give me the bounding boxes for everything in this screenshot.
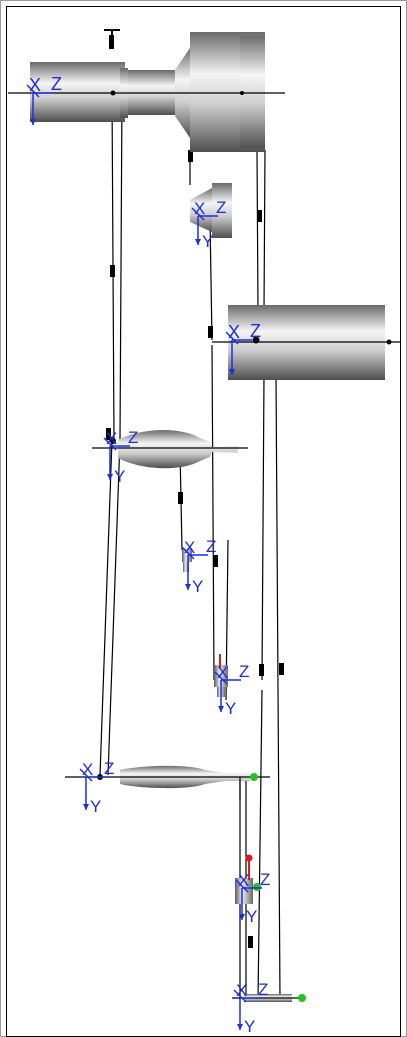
y-axis-label: Y — [244, 1017, 255, 1036]
x-axis-label: X — [236, 981, 247, 1000]
y-axis-label: Y — [90, 797, 101, 816]
y-axis-arrow — [218, 706, 224, 712]
z-axis-label: Z — [51, 74, 62, 94]
x-axis-label: X — [194, 199, 205, 218]
link-markers — [106, 35, 284, 948]
x-axis-label: X — [238, 871, 249, 890]
collet-part[interactable] — [190, 183, 232, 238]
link-marker — [257, 210, 262, 222]
z-axis-label: Z — [260, 870, 270, 889]
x-axis-mark — [235, 879, 249, 893]
y-axis-arrow — [229, 369, 235, 375]
y-axis-arrow — [239, 914, 245, 920]
link-line — [275, 374, 281, 1001]
link-line — [209, 219, 213, 341]
x-axis-label: X — [29, 75, 41, 95]
y-axis-label: Y — [246, 907, 257, 926]
link-line — [257, 689, 263, 1001]
small-bracket-part-3[interactable] — [235, 854, 261, 905]
link-marker — [248, 936, 253, 948]
x-axis-mark — [103, 437, 117, 451]
y-axis-arrow — [83, 804, 89, 810]
link-marker — [109, 35, 114, 49]
z-axis-label: Z — [128, 428, 138, 447]
link-line — [256, 149, 259, 311]
small-bracket-part-1[interactable] — [182, 548, 192, 572]
y-axis-arrow — [30, 119, 36, 125]
link-marker — [110, 265, 115, 277]
tailstock-part[interactable] — [212, 305, 400, 380]
link-marker — [188, 150, 193, 162]
x-axis-label: X — [82, 760, 93, 779]
link-line — [99, 439, 113, 776]
link-line — [119, 92, 123, 441]
link-line — [107, 439, 121, 776]
link-marker — [106, 428, 111, 440]
y-axis-label: Y — [114, 467, 125, 486]
shaft-part-2[interactable] — [65, 765, 270, 800]
z-axis-label: Z — [239, 662, 249, 681]
link-line — [211, 344, 215, 681]
link-marker — [259, 664, 264, 676]
shaft-part-1[interactable] — [92, 429, 248, 469]
x-axis-mark — [225, 331, 239, 345]
x-axis-mark — [191, 207, 205, 221]
headstock-part[interactable] — [8, 32, 285, 152]
x-axis-mark — [233, 989, 247, 1003]
y-axis-label: Y — [192, 577, 203, 596]
y-axis-arrow — [185, 584, 191, 590]
x-axis-mark — [181, 546, 195, 560]
y-axis-label: Y — [225, 699, 236, 718]
z-axis-label: Z — [216, 198, 226, 217]
x-axis-label: X — [184, 538, 195, 557]
x-axis-mark — [26, 84, 40, 98]
y-axis-arrow — [107, 474, 113, 480]
z-axis-label: Z — [104, 759, 114, 778]
link-marker — [178, 492, 183, 504]
y-axis-label: Y — [202, 232, 213, 251]
z-axis-label: Z — [258, 980, 268, 999]
x-axis-label: X — [106, 429, 117, 448]
x-axis-label: X — [228, 322, 240, 342]
link-marker — [208, 326, 213, 338]
x-axis-label: X — [217, 663, 228, 682]
frame-inner-border — [6, 6, 401, 1037]
link-line — [263, 149, 266, 311]
x-axis-mark — [79, 768, 93, 782]
z-axis-label: Z — [250, 321, 261, 341]
y-axis-arrow — [195, 239, 201, 245]
link-marker — [279, 663, 284, 675]
x-axis-mark — [214, 671, 228, 685]
y-axis-arrow — [237, 1024, 243, 1030]
link-marker — [213, 555, 218, 567]
z-axis-label: Z — [206, 537, 216, 556]
link-line — [261, 374, 265, 681]
